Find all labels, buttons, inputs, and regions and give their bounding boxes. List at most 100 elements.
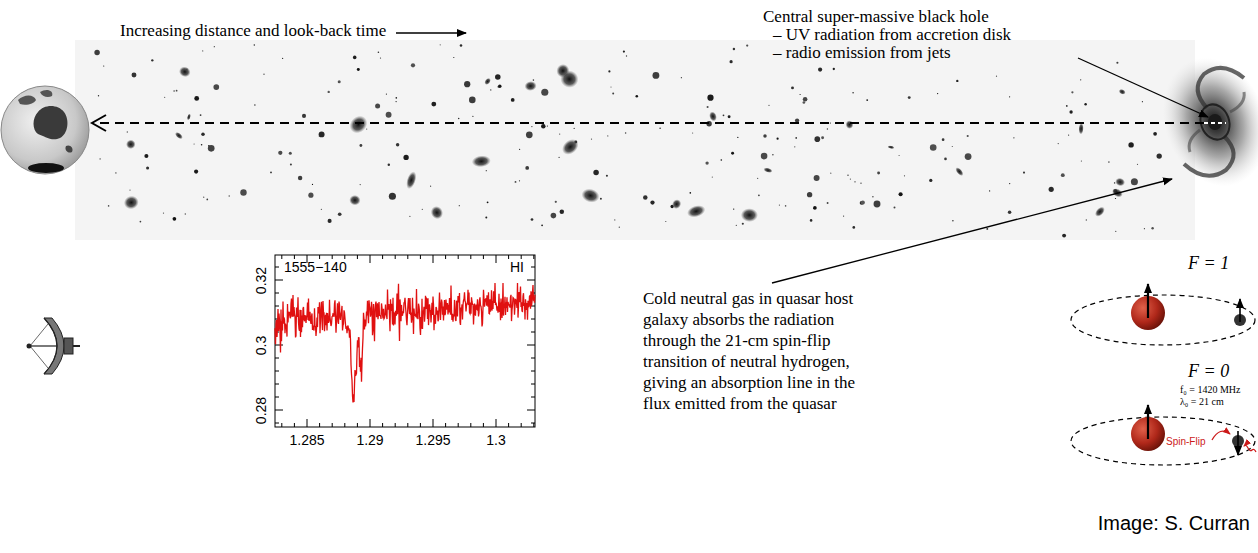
direction-label-box: Increasing distance and look-back time [120, 22, 386, 40]
distant-galaxy [202, 50, 203, 51]
distant-galaxy [206, 199, 208, 201]
distant-galaxy [731, 152, 734, 155]
level-label: F = 0 [1188, 362, 1229, 381]
distant-galaxy [954, 166, 965, 178]
distant-galaxy [519, 180, 520, 181]
distant-galaxy [201, 133, 205, 137]
axis-tick-label: 1.285 [289, 433, 324, 448]
distant-galaxy [967, 135, 969, 137]
distant-galaxy [1142, 101, 1143, 102]
distant-galaxy [558, 157, 559, 158]
distant-galaxy [422, 209, 423, 210]
distant-galaxy [720, 159, 722, 161]
distant-galaxy [670, 198, 683, 211]
distant-galaxy [547, 125, 548, 126]
distant-galaxy [612, 92, 614, 94]
distant-galaxy [125, 139, 136, 150]
distant-galaxy [707, 95, 713, 101]
distant-galaxy [986, 228, 988, 230]
distant-galaxy [874, 201, 881, 208]
distant-galaxy [830, 122, 831, 123]
tick-mark [420, 255, 421, 259]
distant-galaxy [490, 89, 491, 90]
distant-galaxy [338, 80, 341, 83]
distant-galaxy [176, 90, 178, 92]
distant-galaxy [359, 144, 362, 147]
distant-galaxy [904, 175, 905, 176]
distant-galaxy [610, 86, 611, 87]
distant-galaxy [956, 80, 958, 82]
distant-galaxy [894, 207, 896, 209]
distant-galaxy [600, 198, 602, 200]
distant-galaxy [453, 57, 454, 58]
distant-galaxy [186, 113, 191, 121]
distant-galaxy [1071, 91, 1073, 93]
distant-galaxy [440, 44, 441, 45]
axis-tick-label-box: 1.285 [289, 433, 324, 448]
distant-galaxy [1116, 62, 1118, 64]
callout-title: Central super-massive black hole [763, 8, 989, 26]
distant-galaxy [353, 56, 357, 60]
earth [1, 86, 89, 174]
tick-mark [521, 255, 522, 259]
distant-galaxy [129, 189, 130, 190]
distant-galaxy [942, 138, 945, 141]
tick-mark [508, 255, 509, 259]
distant-galaxy [1068, 134, 1069, 135]
distant-galaxy [254, 44, 256, 46]
distant-galaxy [531, 218, 534, 221]
distant-galaxy [140, 221, 142, 223]
distant-galaxy [200, 114, 202, 116]
axis-tick-label-box: 0.3 [255, 335, 270, 354]
distant-galaxy [866, 99, 868, 101]
distant-galaxy [591, 138, 592, 139]
distant-galaxy [733, 208, 734, 209]
distant-galaxy [593, 170, 599, 176]
distant-galaxy [952, 220, 953, 221]
tick-mark [527, 410, 535, 411]
distant-galaxy [845, 120, 854, 130]
distant-galaxy [533, 79, 535, 81]
distant-galaxy [298, 176, 303, 181]
tick-mark [332, 423, 333, 427]
distant-galaxy [791, 86, 794, 89]
distant-galaxy [821, 136, 824, 139]
tick-mark [344, 255, 345, 259]
distant-galaxy [1118, 88, 1127, 96]
sight-line-core [1204, 122, 1226, 124]
distant-galaxy [861, 201, 865, 205]
distant-galaxy [785, 205, 787, 207]
distant-galaxy [108, 205, 110, 207]
distant-galaxy [115, 172, 116, 173]
distant-galaxy [519, 149, 520, 150]
sight-line-arrowhead [92, 115, 106, 131]
distant-galaxy [357, 68, 360, 71]
tick-mark [275, 306, 279, 307]
distant-galaxy [872, 196, 874, 198]
distant-galaxy [515, 181, 517, 183]
distant-galaxy [555, 201, 557, 203]
distant-galaxy [1086, 219, 1087, 220]
tick-mark [357, 423, 358, 427]
callout-text-box: Cold neutral gas in quasar host galaxy a… [643, 288, 857, 414]
distant-galaxy [707, 106, 709, 108]
distant-galaxy [1114, 182, 1115, 183]
distant-galaxy [665, 221, 666, 222]
distant-galaxy [308, 193, 313, 198]
axis-tick-label: 1.29 [356, 433, 383, 448]
distant-galaxy [194, 143, 195, 144]
tick-mark [445, 255, 446, 259]
tick-mark [319, 423, 320, 427]
distant-galaxy [146, 166, 149, 169]
distant-galaxy [1115, 231, 1116, 232]
distant-galaxy [127, 131, 128, 132]
tick-mark [281, 255, 282, 259]
tick-mark [275, 267, 279, 268]
distant-galaxy [625, 132, 627, 134]
distant-galaxy [733, 48, 735, 50]
distant-galaxy [580, 187, 601, 205]
distant-galaxy [728, 115, 731, 118]
distant-galaxy [799, 94, 800, 95]
distant-galaxy [386, 112, 392, 118]
